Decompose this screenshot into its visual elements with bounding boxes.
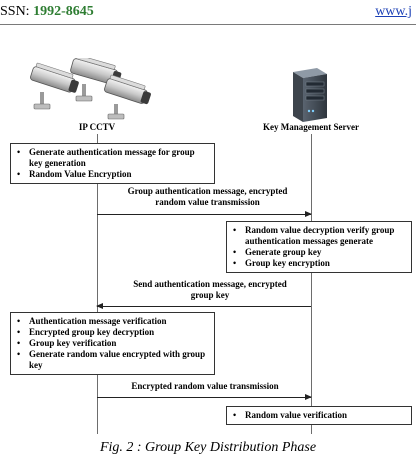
message-label: Encrypted random value transmission: [110, 381, 300, 392]
lifeline-key-management-server: [311, 134, 312, 434]
step-item: Group key encryption: [233, 258, 407, 269]
step-item: Random value verification: [233, 410, 407, 421]
step-item: Generate group key: [233, 247, 407, 258]
step-item: Random value decryption verify group aut…: [233, 225, 407, 247]
journal-website-link[interactable]: www.j: [375, 4, 412, 20]
actor-key-management-server: Key Management Server: [263, 122, 359, 132]
issn-prefix: SSN:: [0, 4, 33, 19]
step-box-cctv-verify: Authentication message verification Encr…: [10, 312, 215, 375]
header-divider: [0, 24, 416, 25]
step-item: Authentication message verification: [17, 316, 210, 327]
step-item: Random Value Encryption: [17, 169, 210, 180]
issn-number: 1992-8645: [33, 4, 94, 19]
actor-ip-cctv: IP CCTV: [79, 122, 115, 132]
cctv-cameras-icon: [30, 58, 160, 128]
step-item: Encrypted group key decryption: [17, 327, 210, 338]
issn-label: SSN: 1992-8645: [0, 4, 94, 20]
step-item: Group key verification: [17, 338, 210, 349]
message-arrow-right: [97, 214, 311, 215]
step-box-cctv-generate: Generate authentication message for grou…: [10, 143, 215, 184]
server-icon: [287, 66, 331, 124]
message-label: Group authentication message, encrypted …: [120, 186, 295, 208]
step-item: Generate authentication message for grou…: [17, 147, 210, 169]
message-arrow-left: [97, 306, 311, 307]
step-box-server-verify: Random value verification: [226, 406, 412, 425]
figure-caption: Fig. 2 : Group Key Distribution Phase: [0, 440, 416, 456]
figure-diagram: IP CCTV Key Management Server Generate a…: [0, 28, 416, 438]
step-box-server-keygen: Random value decryption verify group aut…: [226, 221, 412, 273]
message-arrow-right: [97, 397, 311, 398]
step-item: Generate random value encrypted with gro…: [17, 349, 210, 371]
message-label: Send authentication message, encrypted g…: [130, 279, 290, 301]
